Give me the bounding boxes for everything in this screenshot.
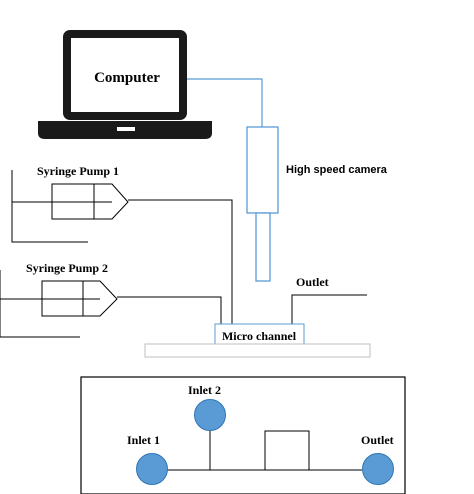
outlet-port bbox=[362, 453, 394, 485]
tube-pump1 bbox=[128, 199, 233, 324]
inlet1-label: Inlet 1 bbox=[127, 433, 160, 447]
syringe-pump-1 bbox=[11, 170, 129, 243]
microscope-stage bbox=[144, 343, 371, 358]
syringe-icon bbox=[41, 280, 118, 317]
computer-label: Computer bbox=[94, 70, 160, 86]
laptop-icon bbox=[38, 30, 212, 139]
inlet2-port bbox=[194, 399, 226, 431]
outlet-bottom-label: Outlet bbox=[361, 433, 394, 447]
mixing-chamber bbox=[264, 430, 310, 471]
inlet2-label: Inlet 2 bbox=[188, 383, 221, 397]
pump1-frame bbox=[11, 170, 88, 243]
inlet1-port bbox=[136, 453, 168, 485]
camera-label: High speed camera bbox=[286, 164, 388, 176]
channel-schematic bbox=[167, 430, 362, 471]
outlet-top-label: Outlet bbox=[296, 275, 329, 289]
camera-cable bbox=[187, 78, 263, 127]
outlet-tube bbox=[291, 294, 367, 324]
syringe-pump-2 bbox=[0, 270, 118, 338]
channel-schematic-box bbox=[80, 376, 406, 494]
pump1-label: Syringe Pump 1 bbox=[37, 164, 119, 178]
camera-icon bbox=[246, 126, 279, 282]
micro-channel-label: Micro channel bbox=[222, 329, 297, 343]
pump2-frame bbox=[0, 270, 80, 338]
tube-pump2 bbox=[117, 296, 222, 324]
pump2-label: Syringe Pump 2 bbox=[26, 261, 108, 275]
syringe-icon bbox=[51, 183, 129, 220]
